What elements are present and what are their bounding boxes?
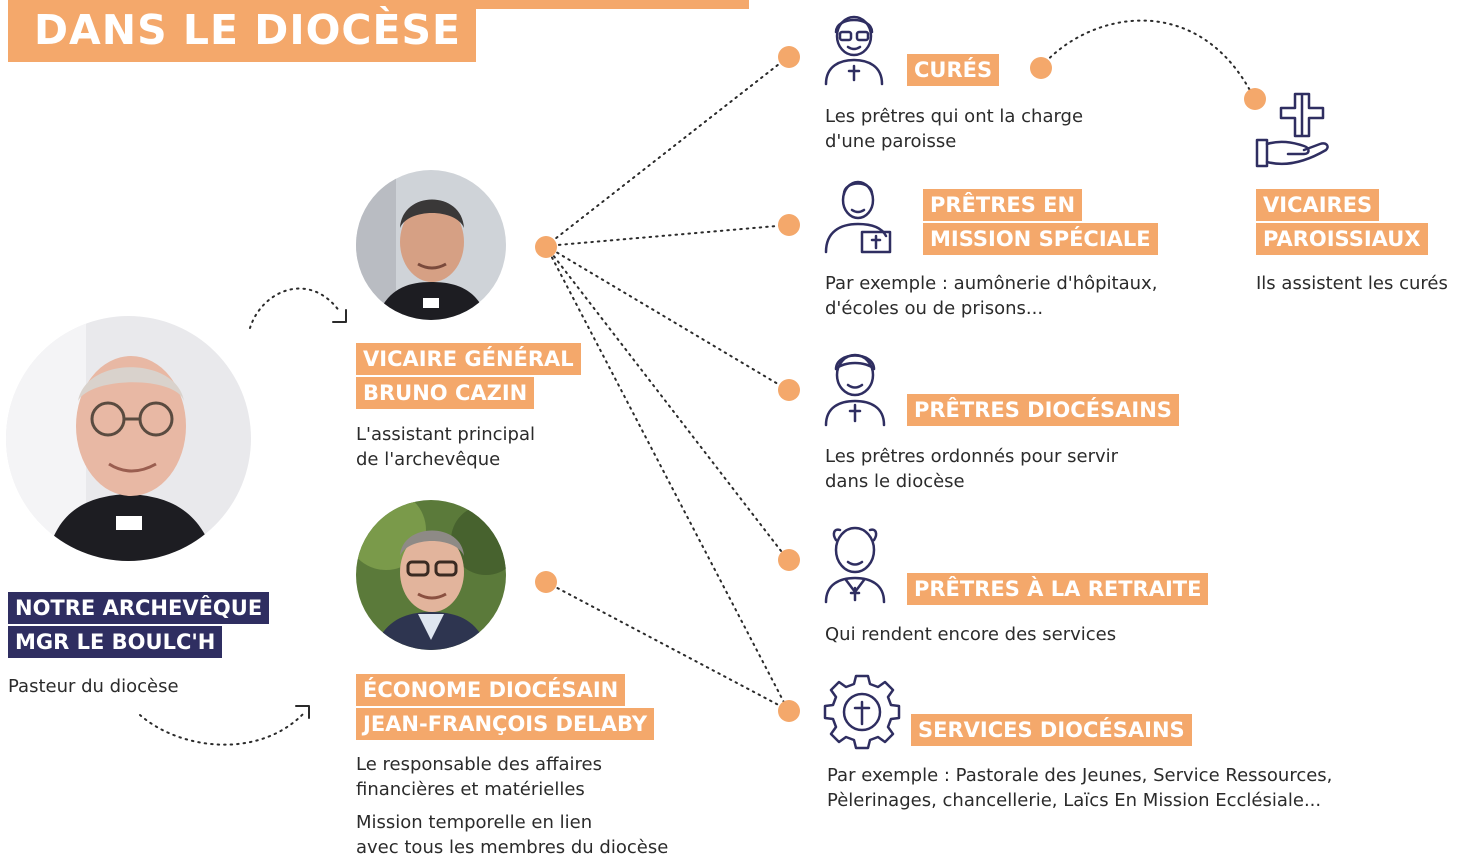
link-retraite <box>545 245 789 561</box>
vicar-general-line1: VICAIRE GÉNÉRAL <box>356 343 581 375</box>
page-title: DANS LE DIOCÈSE <box>34 6 462 54</box>
diocesains-desc: Les prêtres ordonnés pour servir dans le… <box>825 444 1118 494</box>
archbishop-label: NOTRE ARCHEVÊQUE MGR LE BOULC'H <box>8 592 270 658</box>
dot-diocesains <box>778 379 800 401</box>
econome-desc-3: Mission temporelle en lien <box>356 812 593 833</box>
archbishop-desc: Pasteur du diocèse <box>8 676 179 697</box>
econome-desc-2: financières et matérielles <box>356 779 585 800</box>
link-diocesains <box>545 245 789 391</box>
link-cures-vicaires <box>1040 19 1255 99</box>
young-priest-icon <box>822 349 888 431</box>
vicar-general-desc-2: de l'archevêque <box>356 449 501 470</box>
mission-line2: MISSION SPÉCIALE <box>923 223 1158 255</box>
cures-desc-2: d'une paroisse <box>825 131 957 152</box>
econome-desc-4: avec tous les membres du diocèse <box>356 837 669 858</box>
archbishop-photo <box>6 316 251 561</box>
diocesains-desc-2: dans le diocèse <box>825 471 965 492</box>
vicar-general-photo <box>356 170 506 320</box>
hand-cross-icon <box>1252 92 1332 174</box>
cures-label: CURÉS <box>907 54 1000 86</box>
dot-cures-right <box>1030 57 1052 79</box>
gear-cross-icon <box>822 672 902 756</box>
dot-vicaires <box>1244 88 1266 110</box>
dot-retraite <box>778 549 800 571</box>
title-banner <box>8 0 476 62</box>
services-desc: Par exemple : Pastorale des Jeunes, Serv… <box>827 763 1332 813</box>
econome-line2: JEAN-FRANÇOIS DELABY <box>356 708 655 740</box>
econome-desc-1: Le responsable des affaires <box>356 754 602 775</box>
vicaires-desc: Ils assistent les curés <box>1256 273 1448 294</box>
archbishop-line1: NOTRE ARCHEVÊQUE <box>8 592 270 624</box>
dot-services <box>778 700 800 722</box>
services-label: SERVICES DIOCÉSAINS <box>911 714 1192 746</box>
arrow-to-econome <box>139 711 306 746</box>
diocesains-desc-1: Les prêtres ordonnés pour servir <box>825 446 1119 467</box>
econome-label: ÉCONOME DIOCÉSAIN JEAN-FRANÇOIS DELABY <box>356 674 655 740</box>
mission-label: PRÊTRES EN MISSION SPÉCIALE <box>923 189 1158 255</box>
cures-desc: Les prêtres qui ont la charge d'une paro… <box>825 104 1083 154</box>
econome-photo <box>356 500 506 650</box>
arrowhead-vicar <box>332 309 347 323</box>
dot-mission <box>778 214 800 236</box>
archbishop-line2: MGR LE BOULC'H <box>8 626 223 658</box>
econome-desc: Le responsable des affaires financières … <box>356 752 668 860</box>
mission-line1: PRÊTRES EN <box>923 189 1083 221</box>
diocesains-label: PRÊTRES DIOCÉSAINS <box>907 394 1179 426</box>
elderly-priest-icon <box>822 522 888 608</box>
mission-desc-2: d'écoles ou de prisons... <box>825 298 1044 319</box>
link-cures <box>545 56 789 247</box>
dot-cures <box>778 46 800 68</box>
arrowhead-econome <box>295 705 310 719</box>
link-services <box>545 245 789 711</box>
hub-dot-econome <box>535 571 557 593</box>
cures-desc-1: Les prêtres qui ont la charge <box>825 106 1084 127</box>
mission-desc: Par exemple : aumônerie d'hôpitaux, d'éc… <box>825 271 1157 321</box>
priest-cross-icon <box>822 10 886 90</box>
link-mission <box>545 224 789 247</box>
link-econome-services <box>545 581 789 711</box>
econome-line1: ÉCONOME DIOCÉSAIN <box>356 674 626 706</box>
vicar-general-desc-1: L'assistant principal <box>356 424 536 445</box>
vicaires-label: VICAIRES PAROISSIAUX <box>1256 189 1428 255</box>
vicaires-line1: VICAIRES <box>1256 189 1380 221</box>
services-desc-1: Par exemple : Pastorale des Jeunes, Serv… <box>827 765 1333 786</box>
services-desc-2: Pèlerinages, chancellerie, Laïcs En Miss… <box>827 790 1322 811</box>
vicar-general-line2: BRUNO CAZIN <box>356 377 535 409</box>
vicar-general-label: VICAIRE GÉNÉRAL BRUNO CAZIN <box>356 343 581 409</box>
arrow-to-vicar <box>249 287 341 329</box>
retraite-desc: Qui rendent encore des services <box>825 624 1117 645</box>
priest-book-icon <box>822 178 898 258</box>
vicar-general-desc: L'assistant principal de l'archevêque <box>356 422 535 472</box>
vicaires-line2: PAROISSIAUX <box>1256 223 1428 255</box>
hub-dot-vicar <box>535 236 557 258</box>
mission-desc-1: Par exemple : aumônerie d'hôpitaux, <box>825 273 1158 294</box>
retraite-label: PRÊTRES À LA RETRAITE <box>907 573 1209 605</box>
title-rule <box>476 0 749 9</box>
